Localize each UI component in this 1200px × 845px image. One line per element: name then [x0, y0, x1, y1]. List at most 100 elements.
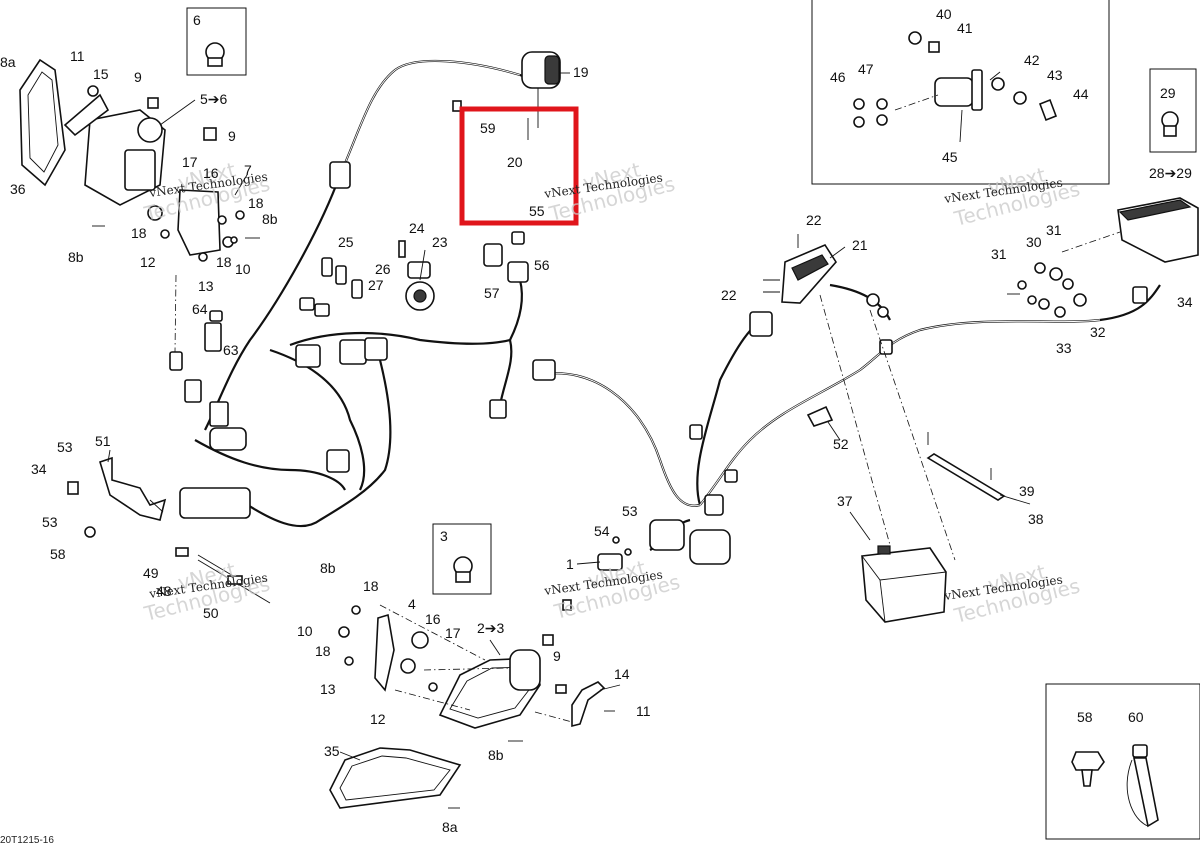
switch-19 [452, 51, 561, 140]
callout-27: 27 [368, 277, 384, 293]
callout-37: 37 [837, 493, 853, 509]
callout-41: 41 [957, 20, 973, 36]
bulb-29 [1161, 111, 1179, 137]
highlight-box [459, 106, 579, 226]
callout-11: 11 [70, 48, 85, 64]
callout-53: 53 [622, 503, 638, 519]
callout-4: 4 [408, 596, 416, 612]
strap-48-50 [175, 547, 271, 604]
callout-13: 13 [320, 681, 336, 697]
callout-13: 13 [198, 278, 214, 294]
callout-26: 26 [375, 261, 391, 277]
left-headlamp-assembly [19, 58, 260, 262]
callout-19: 19 [573, 64, 589, 80]
callout-33: 33 [1056, 340, 1072, 356]
callout-22: 22 [721, 287, 737, 303]
callout-34: 34 [31, 461, 47, 477]
callout-29: 29 [1160, 85, 1176, 101]
callout-57: 57 [484, 285, 500, 301]
callout-59: 59 [480, 120, 496, 136]
callout-9: 9 [228, 128, 236, 144]
callout-28-to-29: 28➔29 [1149, 165, 1192, 181]
callout-34: 34 [1177, 294, 1193, 310]
callout-44: 44 [1073, 86, 1089, 102]
callout-9: 9 [553, 648, 561, 664]
dash-dot-leaders [174, 94, 1121, 723]
inset-box-solenoid [811, 0, 1110, 185]
callout-51: 51 [95, 433, 111, 449]
callout-20: 20 [507, 154, 523, 170]
callout-18: 18 [248, 195, 264, 211]
callout-58: 58 [50, 546, 66, 562]
callout-21: 21 [852, 237, 868, 253]
callout-8b: 8b [320, 560, 336, 576]
starter-solenoid-1 [597, 519, 731, 571]
callout-35: 35 [324, 743, 340, 759]
callout-1: 1 [566, 556, 574, 572]
callout-12: 12 [140, 254, 156, 270]
callout-50: 50 [203, 605, 219, 621]
callout-24: 24 [409, 220, 425, 236]
callout-17: 17 [182, 154, 198, 170]
bulb-6 [205, 42, 225, 67]
callout-18: 18 [131, 225, 147, 241]
callout-23: 23 [432, 234, 448, 250]
callout-52: 52 [833, 436, 849, 452]
callout-leaders [107, 71, 1031, 761]
lower-headlamp-assembly [338, 599, 615, 742]
callout-18: 18 [315, 643, 331, 659]
callout-38: 38 [1028, 511, 1044, 527]
callout-31: 31 [1046, 222, 1062, 238]
callout-14: 14 [614, 666, 630, 682]
bracket-51 [67, 456, 167, 538]
inset-box-bulb-29 [1149, 68, 1197, 153]
inset-box-bulb-3 [432, 523, 492, 595]
callout-31: 31 [991, 246, 1007, 262]
callout-16: 16 [203, 165, 219, 181]
callout-56: 56 [534, 257, 550, 273]
inset-box-bulb-6 [186, 7, 247, 76]
callout-18: 18 [216, 254, 232, 270]
callout-45: 45 [942, 149, 958, 165]
callout-55: 55 [529, 203, 545, 219]
callout-11: 11 [636, 703, 651, 719]
callout-15: 15 [93, 66, 109, 82]
bulb-3 [453, 556, 473, 583]
callout-3: 3 [440, 528, 448, 544]
module-21 [763, 234, 838, 304]
drawing-code: 20T1215-16 [0, 835, 54, 845]
callout-63: 63 [223, 342, 239, 358]
callout-60: 60 [1128, 709, 1144, 725]
callout-40: 40 [936, 6, 952, 22]
callout-58: 58 [1077, 709, 1093, 725]
callout-8b: 8b [488, 747, 504, 763]
callout-labels: 8a 11 15 9 6 5➔6 9 17 16 7 18 36 8b 18 8… [0, 6, 1193, 835]
callout-8b: 8b [262, 211, 278, 227]
callout-5-to-6: 5➔6 [200, 91, 228, 107]
inset-box-clips [1045, 683, 1200, 840]
callout-18: 18 [363, 578, 379, 594]
callout-12: 12 [370, 711, 386, 727]
callout-30: 30 [1026, 234, 1042, 250]
relays-24-27 [299, 231, 529, 317]
callout-39: 39 [1019, 483, 1035, 499]
callout-47: 47 [858, 61, 874, 77]
callout-8a: 8a [442, 819, 458, 835]
callout-42: 42 [1024, 52, 1040, 68]
harness-connectors [169, 161, 1148, 519]
callout-64: 64 [192, 301, 208, 317]
callout-46: 46 [830, 69, 846, 85]
callout-8a: 8a [0, 54, 16, 70]
callout-6: 6 [193, 12, 201, 28]
callout-53: 53 [57, 439, 73, 455]
callout-17: 17 [445, 625, 461, 641]
main-harness [194, 59, 1161, 551]
callout-25: 25 [338, 234, 354, 250]
callout-9: 9 [134, 69, 142, 85]
callout-16: 16 [425, 611, 441, 627]
callout-49: 49 [143, 565, 159, 581]
solenoid-detail [853, 31, 1058, 128]
callout-7: 7 [244, 162, 252, 178]
battery-strap-38 [806, 405, 1006, 501]
